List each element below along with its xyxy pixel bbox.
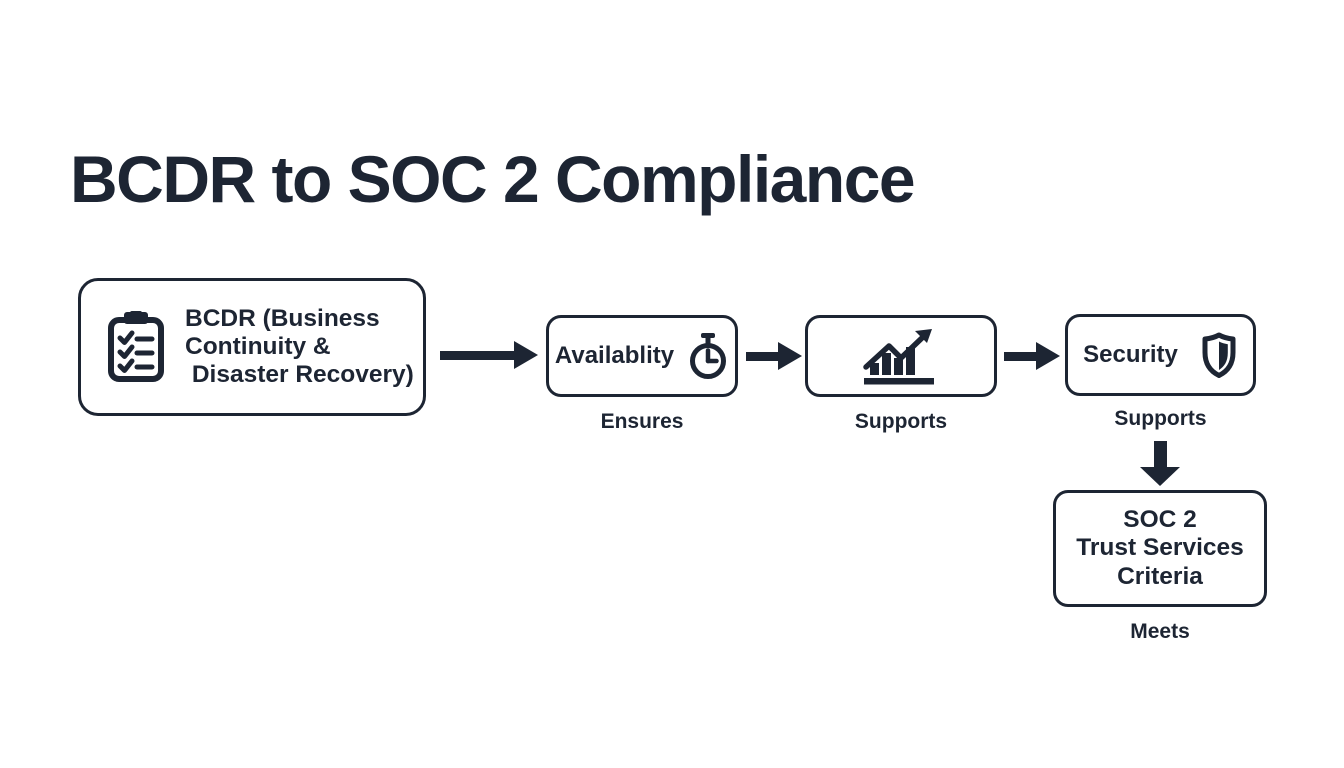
soc2-box: SOC 2 Trust Services Criteria: [1053, 490, 1267, 607]
shield-icon: [1202, 332, 1236, 378]
bar-chart-trend-icon: [863, 328, 934, 384]
arrow-shaft: [1004, 351, 1036, 361]
availability-box-label: Availablity: [554, 342, 675, 369]
security-box-label: Security: [1083, 341, 1178, 368]
page-title: BCDR to SOC 2 Compliance: [70, 142, 916, 217]
arrow-growth-to-security: [1004, 342, 1060, 370]
arrow-head: [514, 341, 538, 369]
stopwatch-icon: [690, 332, 727, 379]
arrow-availability-to-growth: [746, 342, 802, 370]
security-box: Security: [1065, 314, 1256, 396]
availability-box: Availablity: [546, 315, 738, 397]
soc2-box-label: SOC 2 Trust Services Criteria: [1076, 505, 1244, 590]
arrow-security-to-soc2: [1140, 441, 1180, 486]
growth-box: [805, 315, 997, 397]
arrow-bcdr-to-availability: [440, 341, 538, 369]
security-caption: Supports: [1114, 407, 1207, 430]
arrow-shaft: [1153, 441, 1167, 467]
bcdr-box-label: BCDR (Business Continuity & Disaster Rec…: [185, 305, 414, 388]
arrow-head: [1036, 342, 1060, 370]
availability-caption: Ensures: [600, 410, 684, 433]
clipboard-checklist-icon: [108, 311, 164, 382]
bcdr-box: BCDR (Business Continuity & Disaster Rec…: [78, 278, 426, 416]
arrow-head: [778, 342, 802, 370]
arrow-shaft: [746, 351, 778, 361]
growth-caption: Supports: [854, 410, 948, 433]
soc2-caption: Meets: [1130, 620, 1190, 643]
arrow-head: [1140, 467, 1180, 486]
arrow-shaft: [440, 350, 514, 360]
